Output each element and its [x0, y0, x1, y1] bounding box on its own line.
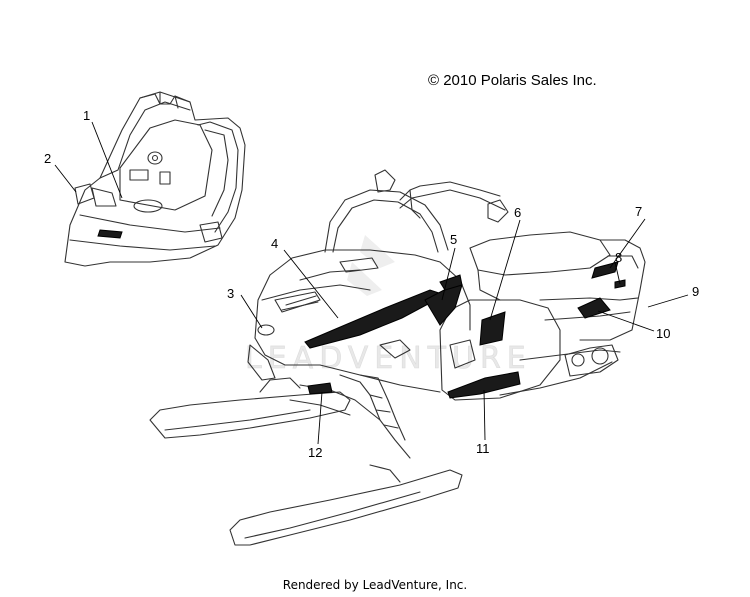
hood-body	[254, 249, 471, 339]
callout-4: 4	[271, 236, 278, 251]
watermark-text: LEADVENTURE	[245, 341, 532, 376]
decal-10	[577, 297, 611, 319]
decals	[304, 261, 626, 399]
footer-credit: Rendered by LeadVenture, Inc.	[282, 578, 468, 592]
watermark: LEADVENTURE	[245, 235, 532, 376]
decal-11	[447, 371, 521, 399]
leader-lines	[54, 121, 689, 445]
ski-left	[149, 391, 351, 439]
copyright-notice: © 2010 Polaris Sales Inc.	[428, 72, 597, 89]
callout-11: 11	[476, 441, 490, 456]
ski-right	[229, 469, 463, 546]
decal-12	[307, 382, 333, 395]
callout-3: 3	[227, 286, 234, 301]
callout-1: 1	[83, 108, 90, 123]
hood-inset	[64, 91, 246, 267]
decal-6	[479, 311, 506, 346]
callout-5: 5	[450, 232, 457, 247]
callout-7: 7	[635, 204, 642, 219]
callout-6: 6	[514, 205, 521, 220]
callout-12: 12	[308, 445, 322, 460]
callout-8: 8	[615, 250, 622, 265]
decal-4	[304, 289, 447, 349]
callout-2: 2	[44, 151, 51, 166]
callouts: 1 2 3 4 5 6 7 8 9 10 11 12	[44, 108, 699, 460]
callout-9: 9	[692, 284, 699, 299]
callout-10: 10	[656, 326, 670, 341]
hood-outline	[64, 91, 246, 267]
snowmobile	[149, 169, 646, 546]
